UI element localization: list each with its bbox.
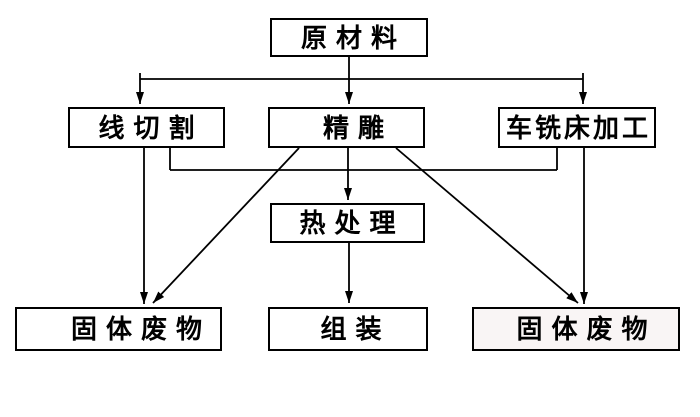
edge-engraving-to-waste-left	[152, 147, 300, 304]
node-lathe-milling: 车铣床加工	[498, 107, 656, 148]
node-engraving-label: 精雕	[322, 112, 393, 143]
node-raw-material-label: 原材料	[300, 22, 406, 53]
node-solid-waste-right-label: 固体废物	[516, 314, 657, 344]
node-wire-cutting: 线切割	[68, 107, 225, 148]
node-raw-material: 原材料	[270, 18, 428, 57]
node-solid-waste-left-label: 固体废物	[70, 314, 211, 344]
node-engraving: 精雕	[268, 107, 425, 148]
node-assembly: 组装	[268, 307, 428, 351]
node-assembly-label: 组装	[320, 314, 391, 344]
node-heat-treatment-label: 热处理	[299, 208, 405, 238]
node-lathe-milling-label: 车铣床加工	[505, 112, 651, 143]
edge-engraving-to-waste-right	[395, 147, 579, 304]
node-heat-treatment: 热处理	[270, 203, 425, 243]
node-solid-waste-left: 固体废物	[15, 307, 222, 351]
node-solid-waste-right: 固体废物	[472, 307, 680, 351]
node-wire-cutting-label: 线切割	[98, 112, 204, 143]
